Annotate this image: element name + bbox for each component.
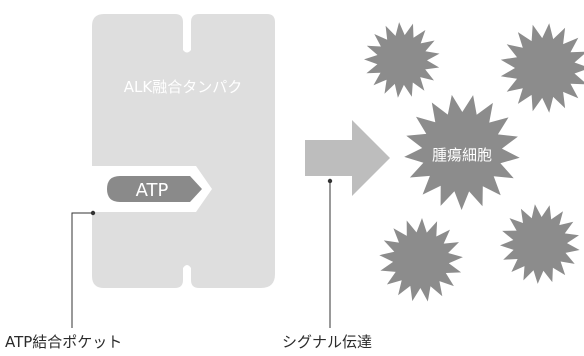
atp-molecule [107, 176, 202, 202]
tumor-cells [364, 22, 584, 302]
atp-binding-pocket-label: ATP結合ポケット [5, 333, 123, 351]
alk-fusion-protein-shape [92, 14, 275, 288]
signal-transduction-label: シグナル伝達 [282, 333, 373, 351]
protein-label: ALK融合タンパク [124, 78, 242, 96]
tumor-cell-top-right [500, 23, 584, 113]
tumor-cell-bottom-left [379, 218, 463, 302]
pocket-leader-line [71, 212, 93, 328]
signal-arrow [305, 120, 390, 196]
atp-label: ATP [136, 180, 169, 201]
tumor-cell-label: 腫瘍細胞 [432, 146, 492, 164]
tumor-cell-top-left [364, 22, 440, 98]
tumor-cell-bottom-right [500, 204, 580, 284]
tumor-cell-center [404, 94, 520, 210]
signal-leader-dot [327, 178, 333, 184]
pocket-leader-dot [90, 210, 96, 216]
